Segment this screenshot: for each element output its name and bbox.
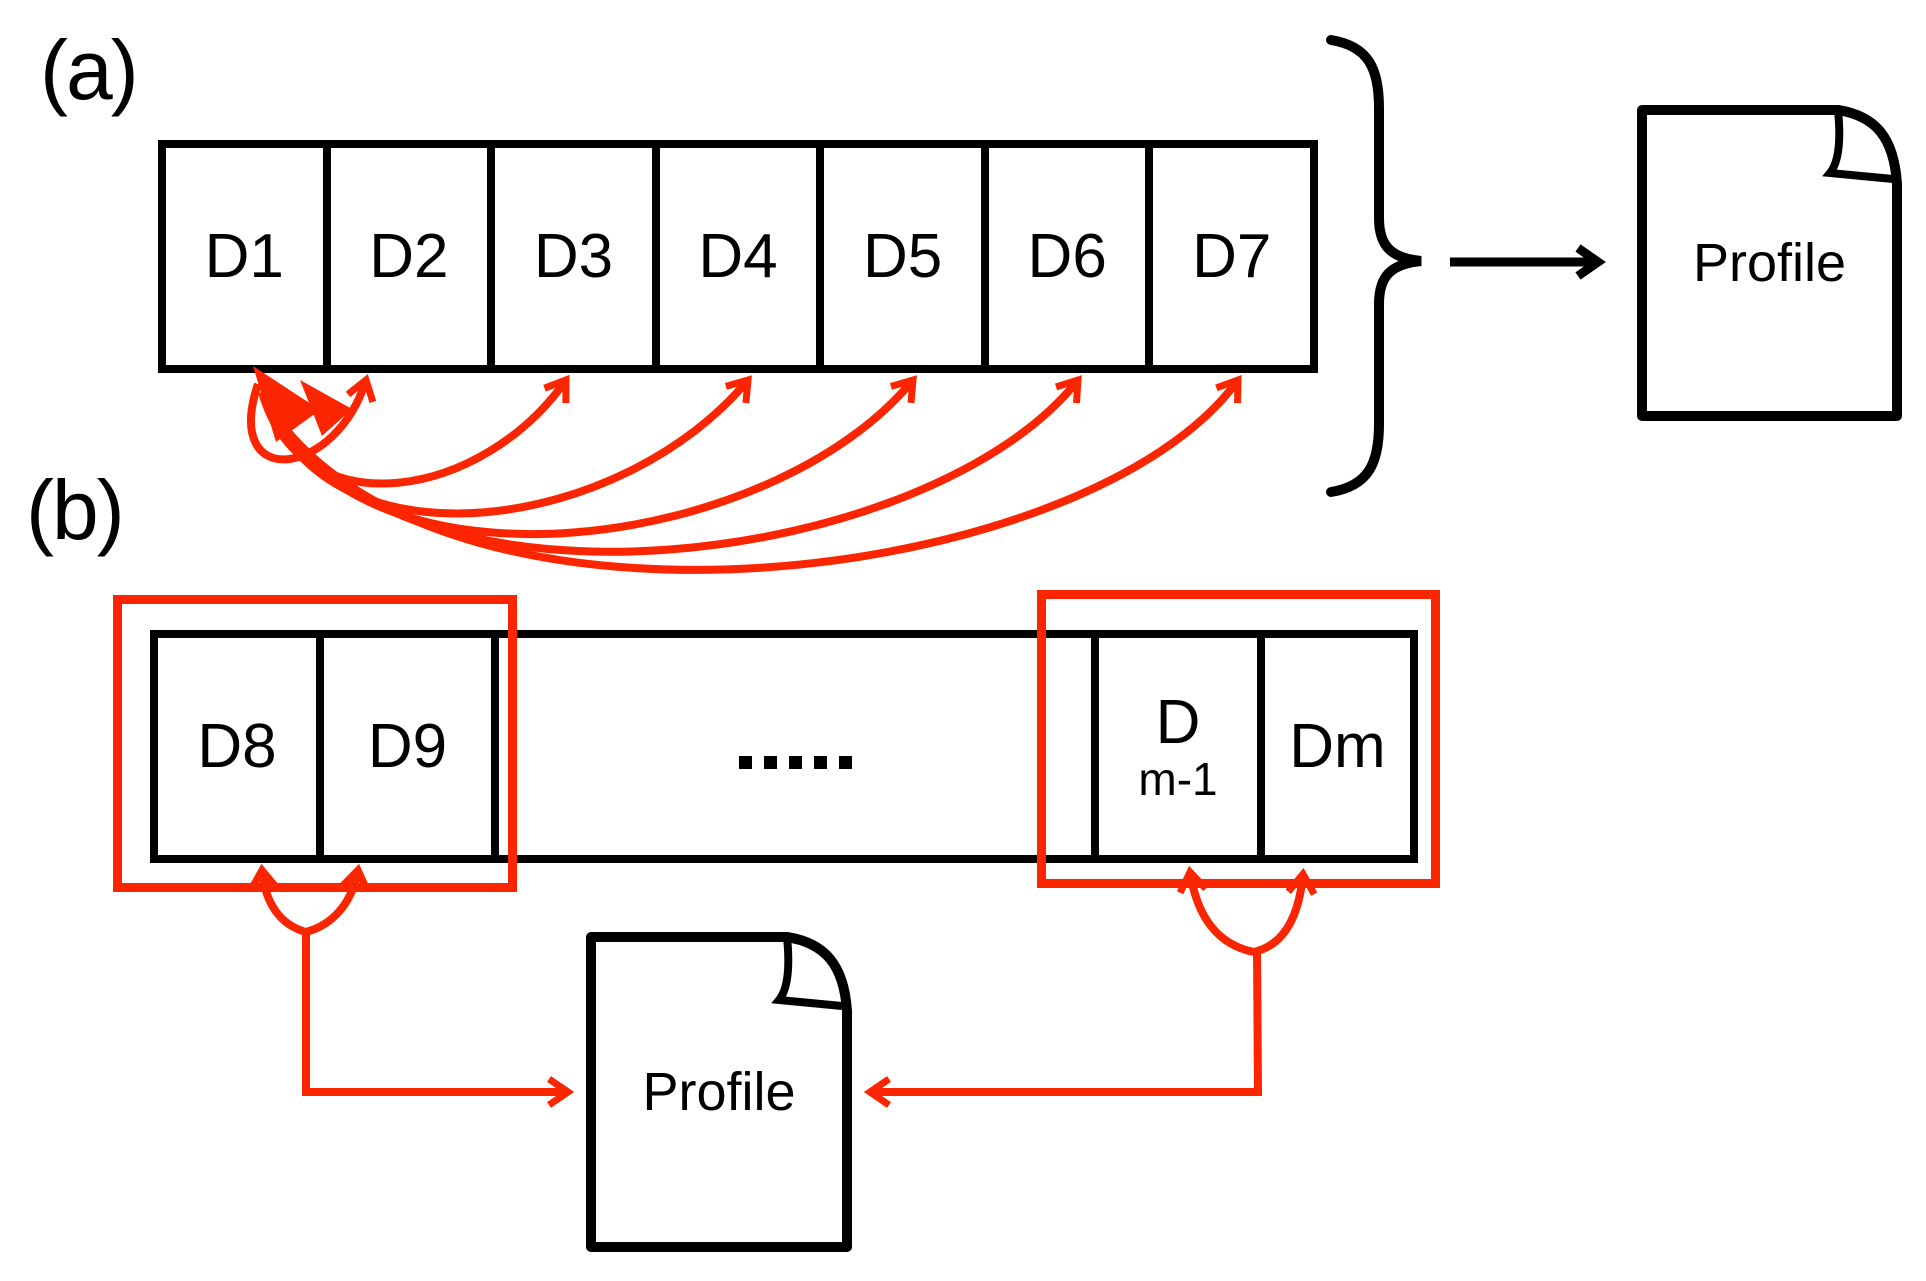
document-label: D6 [1027,222,1107,291]
document-cell-d9: D9 [324,638,499,855]
document-label: D3 [533,222,614,291]
pairwise-comparison-arcs [247,366,1242,574]
document-cell-d1: D1 [166,148,331,365]
document-label: D9 [367,712,448,781]
document-label: D8 [197,712,277,781]
document-cell-d4: D4 [660,148,825,365]
document-cell-d8: D8 [158,638,324,855]
ellipsis-dot [788,756,802,769]
section-a-label: (a) [40,23,139,117]
document-label-line2: m-1 [1138,752,1218,805]
document-label: Dm [1289,712,1386,781]
highlight-box-first-pair [113,595,517,892]
ellipsis-dot [813,756,827,769]
document-label: D7 [1192,222,1272,291]
curly-brace-icon [1326,35,1422,497]
document-row-b: D8 D9 D m-1 Dm [150,630,1418,863]
document-cell-dm: Dm [1265,638,1410,855]
document-label-line1: D [1155,687,1201,757]
back-arrowhead-icon [253,366,320,442]
document-cell-d2: D2 [331,148,496,365]
document-cell-dm1: D m-1 [1099,638,1265,855]
document-cell-d5: D5 [824,148,989,365]
ellipsis-dots [738,756,852,769]
ellipsis-dot [738,756,752,769]
profile-label-a: Profile [1692,233,1847,293]
back-arrowhead-icon [300,380,352,436]
section-b-label: (b) [26,463,125,557]
document-cell-d7: D7 [1153,148,1310,365]
document-row-a: D1 D2 D3 D4 D5 D6 D7 [158,140,1318,373]
document-label: D m-1 [1138,690,1217,803]
document-label: D4 [698,222,778,291]
document-label: D2 [369,222,449,291]
document-label: D1 [204,222,284,291]
ellipsis-dot [838,756,852,769]
local-arc-right [863,865,1318,1108]
document-cell-d3: D3 [495,148,660,365]
document-label: D5 [862,222,943,291]
local-arc-left [247,863,575,1108]
document-cell-d6: D6 [989,148,1154,365]
document-cell-ellipsis [499,638,1099,855]
ellipsis-dot [763,756,777,769]
highlight-box-last-pair [1037,590,1440,888]
profile-label-b: Profile [642,1062,796,1122]
